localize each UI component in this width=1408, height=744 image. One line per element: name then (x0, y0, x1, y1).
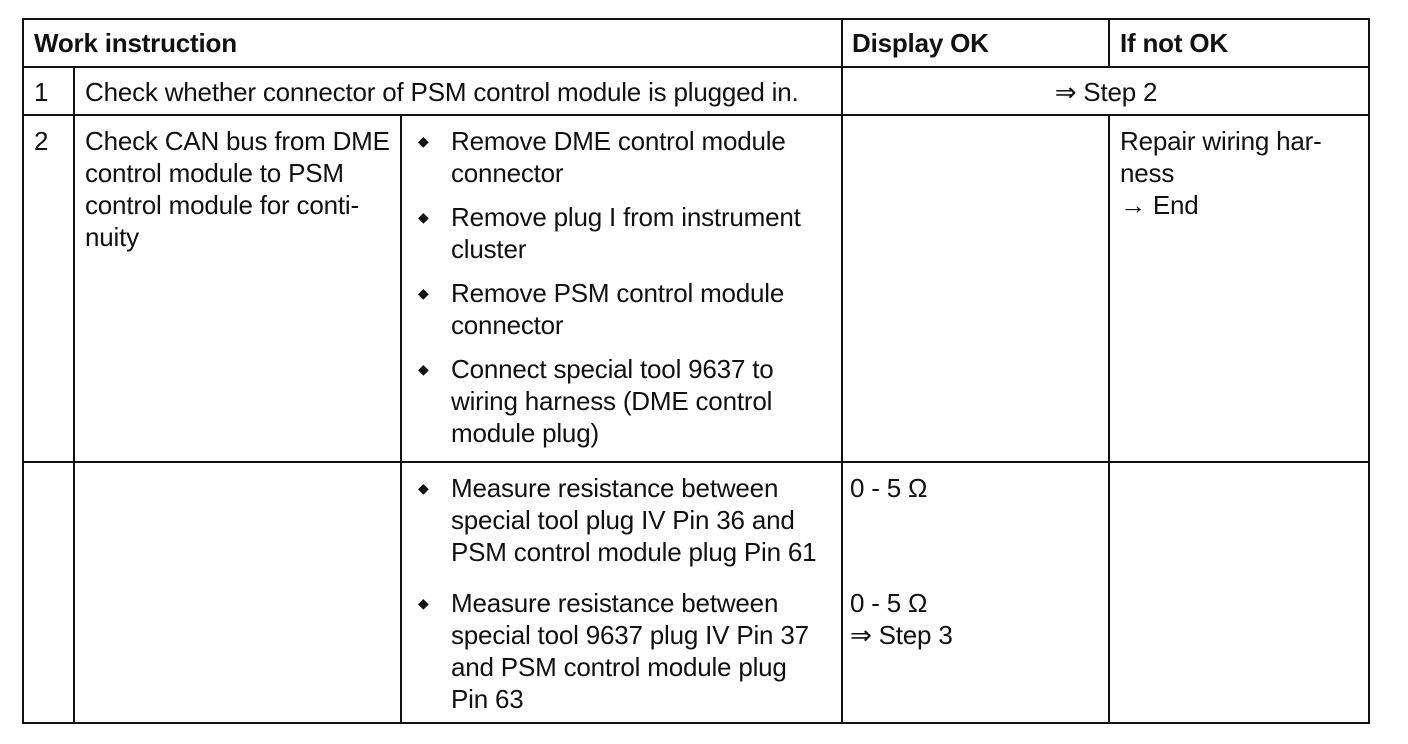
action-line: module plug) (451, 418, 599, 448)
row2-instruction-line: Check CAN bus from DME (85, 126, 390, 156)
row2-instruction-line: control module to PSM (85, 158, 344, 188)
diamond-bullet-icon: ◆ (418, 480, 429, 496)
action-item: ◆ Measure resistance between special too… (403, 587, 839, 715)
row2-actions: ◆ Remove DME control module connector ◆ … (403, 125, 839, 461)
diamond-bullet-icon: ◆ (418, 361, 429, 377)
action-line: connector (451, 158, 564, 188)
row1-step-number: 1 (34, 77, 49, 107)
row2-instruction-line: nuity (85, 222, 139, 252)
action-line: Pin 63 (451, 684, 524, 714)
display-ok-line: ⇒ Step 3 (850, 620, 953, 650)
row2-step-number: 2 (34, 126, 49, 156)
row1-instruction: Check whether connector of PSM control m… (85, 77, 799, 107)
action-line: Remove DME control module (451, 126, 786, 156)
action-line: and PSM control module plug (451, 652, 787, 682)
action-line: wiring harness (DME control (451, 386, 773, 416)
diamond-bullet-icon: ◆ (418, 595, 429, 611)
action-line: connector (451, 310, 564, 340)
row3-measure-2: ◆ Measure resistance between special too… (403, 587, 839, 727)
diamond-bullet-icon: ◆ (418, 209, 429, 225)
if-not-ok-line: Repair wiring har- (1120, 126, 1322, 156)
if-not-ok-line: ness (1120, 158, 1175, 188)
action-line: Remove PSM control module (451, 278, 785, 308)
action-line: cluster (451, 234, 527, 264)
row3-display-ok-2: 0 - 5 Ω ⇒ Step 3 (850, 587, 953, 651)
diamond-bullet-icon: ◆ (418, 285, 429, 301)
row1-result-merged: ⇒ Step 2 (1054, 77, 1158, 107)
action-item: ◆ Remove DME control module connector (403, 125, 839, 189)
action-line: Remove plug I from instrument (451, 202, 801, 232)
action-line: special tool 9637 plug IV Pin 37 (451, 620, 809, 650)
row3-display-ok-1: 0 - 5 Ω (850, 473, 928, 503)
if-not-ok-line: → End (1120, 190, 1199, 220)
row2-instruction: Check CAN bus from DME control module to… (85, 125, 397, 253)
action-line: Measure resistance between (451, 588, 779, 618)
diamond-bullet-icon: ◆ (418, 133, 429, 149)
table-grid (22, 18, 1370, 724)
header-if-not-ok: If not OK (1120, 28, 1228, 58)
action-line: PSM control module plug Pin 61 (451, 537, 817, 567)
header-work-instruction: Work instruction (34, 28, 237, 58)
work-instruction-table: Work instruction Display OK If not OK 1 … (22, 18, 1370, 724)
row2-if-not-ok: Repair wiring har- ness → End (1120, 125, 1366, 221)
display-ok-line: 0 - 5 Ω (850, 588, 928, 618)
action-item: ◆ Remove PSM control module connector (403, 277, 839, 341)
action-line: special tool plug IV Pin 36 and (451, 505, 795, 535)
action-item: ◆ Connect special tool 9637 to wiring ha… (403, 353, 839, 449)
row2-instruction-line: control module for conti- (85, 190, 359, 220)
action-line: Connect special tool 9637 to (451, 354, 774, 384)
action-item: ◆ Measure resistance between special too… (403, 472, 839, 568)
action-line: Measure resistance between (451, 473, 779, 503)
row3-measure-1: ◆ Measure resistance between special too… (403, 472, 839, 580)
action-item: ◆ Remove plug I from instrument cluster (403, 201, 839, 265)
header-display-ok: Display OK (852, 28, 989, 58)
